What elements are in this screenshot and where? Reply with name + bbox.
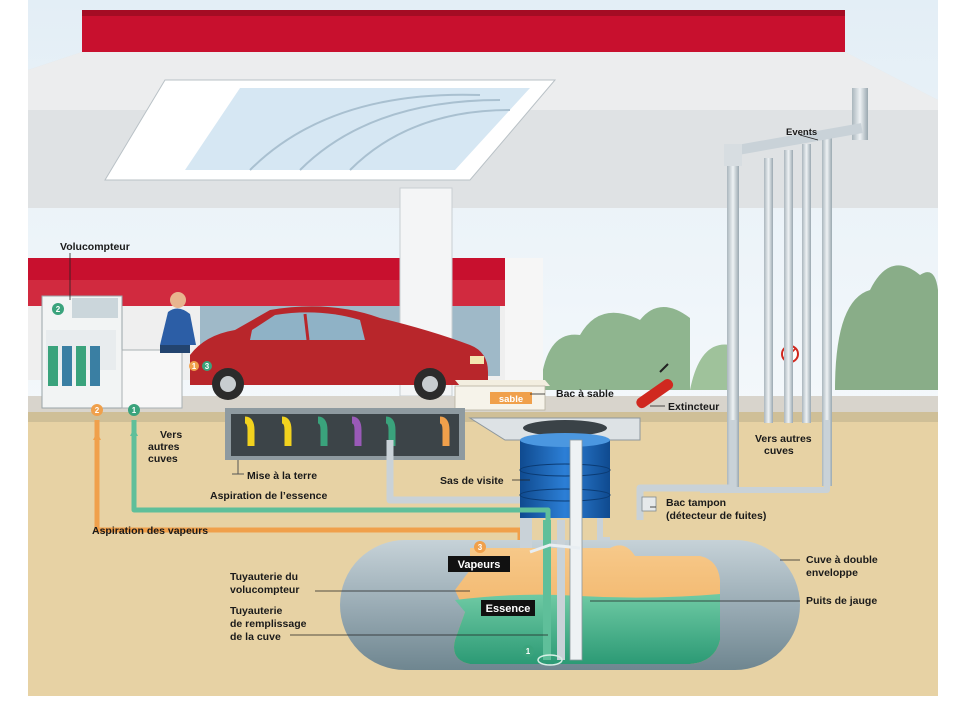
label-tuyauterie-volucompteur-2: volucompteur xyxy=(230,584,299,596)
label-events: Events xyxy=(786,127,817,138)
tank-internal-pipes xyxy=(529,439,583,666)
essence-tag: Essence xyxy=(486,603,531,615)
car xyxy=(190,306,488,400)
marker-3-nozzle: 3 xyxy=(205,362,210,371)
sable-tag: sable xyxy=(499,394,523,405)
label-sas-de-visite: Sas de visite xyxy=(440,475,504,487)
label-aspiration-essence: Aspiration de l’essence xyxy=(210,490,327,502)
marker-1-nozzle-circle xyxy=(189,361,199,371)
fuel-dispenser xyxy=(41,295,183,409)
sand-box xyxy=(454,380,550,411)
label-volucompteur: Volucompteur xyxy=(60,241,130,253)
marker-1-nozzle: 1 xyxy=(192,362,197,371)
pipe-pit xyxy=(225,408,465,460)
vapeurs-tag-bg xyxy=(448,556,510,572)
label-bac-tampon-1: Bac tampon xyxy=(666,497,726,509)
arrow-up-vapor xyxy=(93,432,101,440)
marker-2-vapor-circle xyxy=(91,404,103,416)
label-vers-autres-cuves-left-1: Vers xyxy=(160,429,182,441)
arrow-up-fuel xyxy=(130,428,138,436)
label-vers-autres-cuves-right-1: Vers autres xyxy=(755,433,812,445)
label-vers-autres-cuves-left-2: autres xyxy=(148,441,180,453)
manhole-opening xyxy=(523,420,607,436)
label-aspiration-vapeurs: Aspiration des vapeurs xyxy=(92,525,208,537)
leader-lines xyxy=(69,134,819,636)
marker-3-nozzle-circle xyxy=(202,361,212,371)
label-bac-a-sable: Bac à sable xyxy=(556,388,614,400)
label-puits-de-jauge: Puits de jauge xyxy=(806,595,877,607)
label-tuyauterie-remplissage-2: de remplissage xyxy=(230,618,307,630)
vent-pipes xyxy=(724,88,868,490)
marker-1-fuel-circle xyxy=(128,404,140,416)
label-tuyauterie-remplissage-3: de la cuve xyxy=(230,631,281,643)
marker-2-vapor: 2 xyxy=(95,406,100,415)
attendant-person xyxy=(160,292,196,353)
label-cuve-double-2: enveloppe xyxy=(806,567,858,579)
label-tuyauterie-volucompteur-1: Tuyauterie du xyxy=(230,571,298,583)
marker-1-fuel: 1 xyxy=(132,406,137,415)
marker-1-tank: 1 xyxy=(526,647,531,656)
marker-1-tank-circle xyxy=(522,645,534,657)
visit-well xyxy=(519,433,611,518)
vapeurs-tag: Vapeurs xyxy=(458,559,501,571)
canopy xyxy=(28,10,938,208)
label-mise-a-la-terre: Mise à la terre xyxy=(247,470,317,482)
essence-tag-bg xyxy=(481,600,535,616)
label-tuyauterie-remplissage-1: Tuyauterie xyxy=(230,605,282,617)
marker-3-tank-circle xyxy=(474,541,486,553)
label-vers-autres-cuves-left-3: cuves xyxy=(148,453,178,465)
bac-tampon-box xyxy=(641,496,657,512)
label-cuve-double-1: Cuve à double xyxy=(806,554,878,566)
label-bac-tampon-2: (détecteur de fuites) xyxy=(666,510,766,522)
trees xyxy=(540,265,938,390)
label-extincteur: Extincteur xyxy=(668,401,719,413)
marker-2-dispenser: 2 xyxy=(56,305,61,314)
extinguisher xyxy=(636,363,674,409)
marker-3-tank: 3 xyxy=(478,543,483,552)
label-vers-autres-cuves-right-2: cuves xyxy=(764,445,794,457)
